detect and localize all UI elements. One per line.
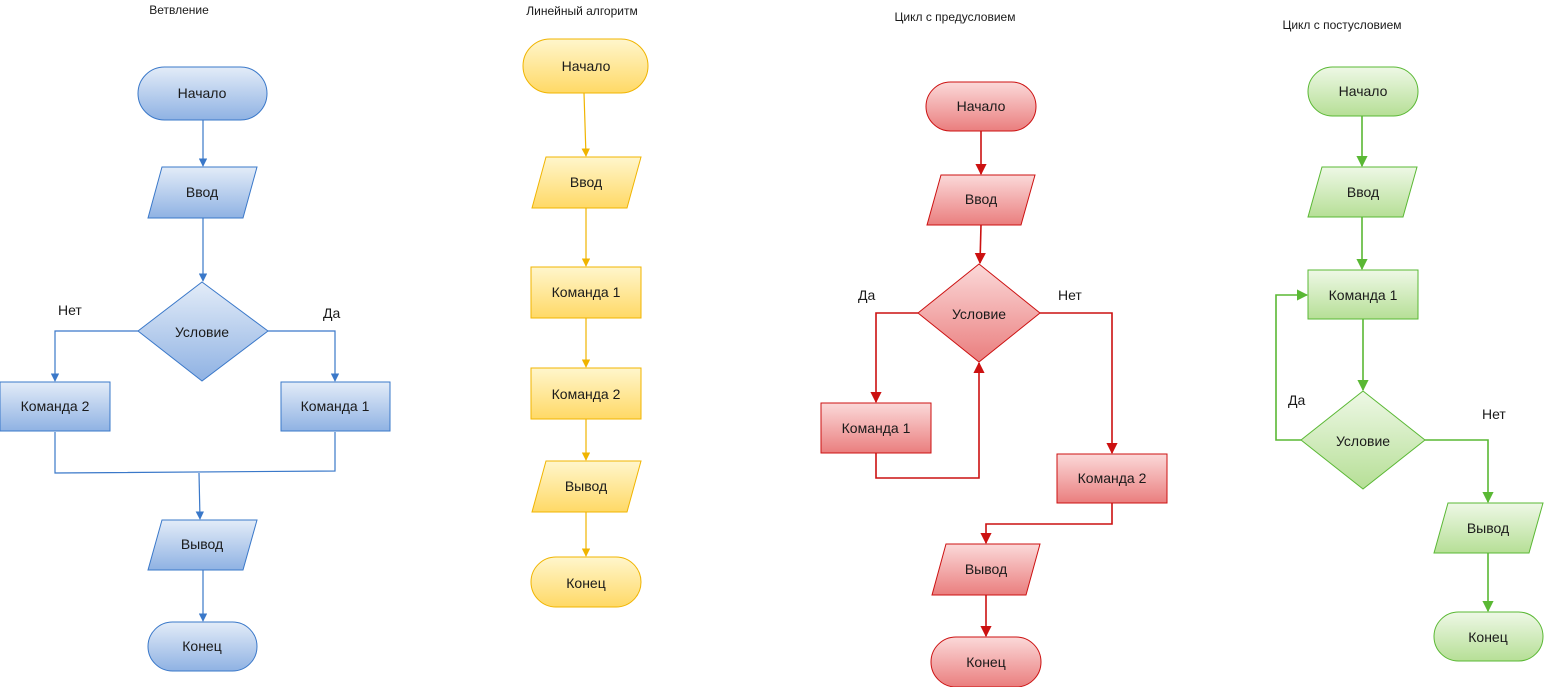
command1-label: Команда 1 — [842, 420, 911, 436]
condition-diamond — [1300, 390, 1426, 490]
end-label: Конец — [566, 575, 605, 591]
no-label: Нет — [1482, 406, 1506, 422]
command2-process — [1056, 453, 1168, 504]
yes-label: Да — [323, 305, 340, 321]
end-terminal — [930, 636, 1042, 687]
connector — [195, 472, 205, 520]
linear-title: Линейный алгоритм — [526, 4, 637, 18]
yes-label: Да — [1288, 392, 1305, 408]
output-label: Вывод — [1467, 520, 1509, 536]
input-label: Ввод — [1347, 184, 1379, 200]
command2-process — [0, 381, 111, 432]
start-label: Начало — [562, 58, 611, 74]
condition-diamond — [917, 263, 1041, 363]
input-parallelogram — [531, 156, 642, 209]
command1-label: Команда 1 — [301, 398, 370, 414]
command1-process — [1307, 269, 1419, 320]
end-terminal — [1433, 611, 1544, 662]
output-label: Вывод — [965, 561, 1007, 577]
end-terminal — [147, 621, 258, 672]
connector-no — [50, 330, 138, 382]
command2-label: Команда 2 — [21, 398, 90, 414]
command1-process — [280, 381, 391, 432]
condition-label: Условие — [1336, 433, 1390, 449]
command1-process — [530, 266, 642, 319]
postcondition-loop-diagram: Цикл с постусловием Начало Ввод Команда … — [1275, 18, 1544, 662]
postcondition-title: Цикл с постусловием — [1282, 18, 1401, 32]
condition-diamond — [137, 281, 269, 382]
command2-label: Команда 2 — [1078, 470, 1147, 486]
command1-label: Команда 1 — [1329, 287, 1398, 303]
input-label: Ввод — [965, 191, 997, 207]
linear-diagram: Линейный алгоритм Начало Ввод Команда 1 … — [522, 4, 649, 608]
connector-yes — [870, 312, 918, 404]
connector-yes-loop — [1275, 289, 1309, 441]
end-label: Конец — [1468, 629, 1507, 645]
start-label: Начало — [178, 85, 227, 101]
no-label: Нет — [58, 302, 82, 318]
input-parallelogram — [926, 174, 1036, 226]
output-parallelogram — [531, 460, 642, 513]
connector — [980, 503, 1113, 545]
no-label: Нет — [1058, 287, 1082, 303]
connector-no — [1040, 312, 1118, 455]
output-parallelogram — [147, 519, 258, 571]
output-label: Вывод — [181, 536, 223, 552]
connector-loop-back — [875, 361, 985, 479]
command2-label: Команда 2 — [552, 386, 621, 402]
start-terminal — [137, 66, 268, 121]
input-label: Ввод — [186, 184, 218, 200]
connector — [974, 224, 986, 265]
output-parallelogram — [931, 543, 1041, 596]
end-label: Конец — [182, 638, 221, 654]
connector-merge — [54, 432, 336, 474]
command1-process — [820, 402, 932, 454]
input-parallelogram — [147, 166, 258, 219]
yes-label: Да — [858, 287, 875, 303]
branching-title: Ветвление — [149, 3, 209, 17]
command1-label: Команда 1 — [552, 284, 621, 300]
input-label: Ввод — [570, 174, 602, 190]
precondition-loop-diagram: Цикл с предусловием Начало Ввод Условие … — [820, 10, 1168, 687]
command2-process — [530, 367, 642, 420]
output-parallelogram — [1433, 502, 1544, 554]
connector-no — [1425, 439, 1494, 504]
branching-diagram: Ветвление Начало Ввод Условие Нет Да Ком… — [0, 3, 391, 672]
condition-label: Условие — [952, 306, 1006, 322]
start-terminal — [925, 81, 1037, 132]
end-label: Конец — [966, 654, 1005, 670]
condition-label: Условие — [175, 324, 229, 340]
input-parallelogram — [1307, 166, 1418, 218]
start-label: Начало — [1339, 83, 1388, 99]
end-terminal — [530, 556, 642, 608]
connector — [581, 92, 590, 157]
output-label: Вывод — [565, 478, 607, 494]
precondition-title: Цикл с предусловием — [895, 10, 1016, 24]
start-label: Начало — [957, 98, 1006, 114]
connector-yes — [268, 330, 340, 382]
start-terminal — [1307, 66, 1419, 117]
start-terminal — [522, 38, 649, 94]
